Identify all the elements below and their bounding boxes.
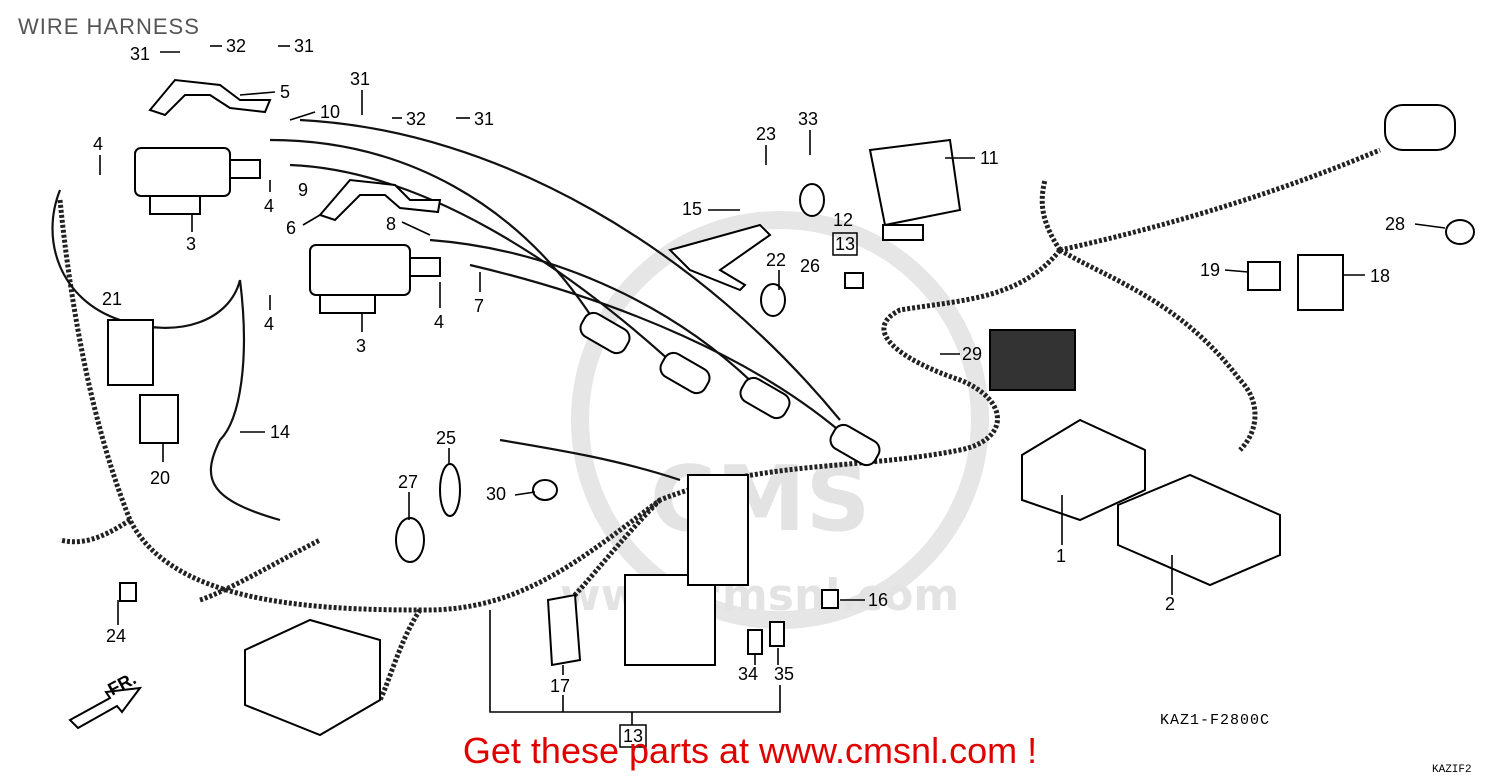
callout-28: 28	[1385, 214, 1405, 234]
callout-4: 4	[264, 196, 274, 216]
callout-34: 34	[738, 664, 758, 684]
diagram-code: KAZ1-F2800C	[1160, 712, 1271, 729]
relay-18	[1297, 254, 1344, 311]
callout-3: 3	[356, 336, 366, 356]
parts-banner[interactable]: Get these parts at www.cmsnl.com !	[462, 730, 1038, 771]
relay-19	[1247, 261, 1281, 291]
callout-32: 32	[226, 36, 246, 56]
watermark-url-text: www.cmsnl.com	[560, 570, 959, 621]
callout-31: 31	[294, 36, 314, 56]
ignition-coil-lower	[309, 244, 441, 314]
callout-24: 24	[106, 626, 126, 646]
igniter-1	[1021, 418, 1146, 522]
callout-13-box	[832, 232, 858, 256]
main-connector	[244, 618, 381, 737]
callout-12: 12	[833, 210, 853, 230]
callout-4: 4	[434, 312, 444, 332]
callout-21: 21	[102, 289, 122, 309]
callout-9: 9	[298, 180, 308, 200]
callout-13: 13	[623, 726, 643, 746]
fuse-box-13	[624, 474, 749, 666]
connector-block-29	[989, 329, 1076, 391]
callout-22: 22	[766, 250, 786, 270]
callout-10: 10	[320, 102, 340, 122]
stay-15	[668, 223, 772, 292]
leader-lines	[99, 45, 1446, 725]
callout-27: 27	[398, 472, 418, 492]
callout-5: 5	[280, 82, 290, 102]
callout-25: 25	[436, 428, 456, 448]
spark-plug-caps	[579, 311, 881, 467]
callout-13: 13	[835, 234, 855, 254]
callout-14: 14	[270, 422, 290, 442]
callout-11: 11	[980, 148, 999, 168]
callout-32: 32	[406, 109, 426, 129]
callout-6: 6	[286, 218, 296, 238]
callout-31: 31	[474, 109, 494, 129]
callout-31: 31	[130, 44, 150, 64]
callout-16: 16	[868, 590, 888, 610]
callout-2: 2	[1165, 594, 1175, 614]
coil-bracket	[148, 78, 442, 222]
diagram-title: WIRE HARNESS	[18, 14, 200, 39]
callout-labels: 31 32 31 5 31 10 32 31 4 9 4 3 6 8 4 3 4…	[93, 36, 1405, 748]
callout-26: 26	[800, 256, 820, 276]
callout-23: 23	[756, 124, 776, 144]
watermark-logo-text: CMS	[650, 447, 870, 552]
callout-20: 20	[150, 468, 170, 488]
callout-35: 35	[774, 664, 794, 684]
callout-31: 31	[350, 69, 370, 89]
callout-18: 18	[1370, 266, 1390, 286]
callout-4: 4	[264, 314, 274, 334]
callout-30: 30	[486, 484, 506, 504]
callout-17: 17	[550, 676, 570, 696]
corner-code: KAZIF2	[1432, 764, 1472, 776]
callout-15: 15	[682, 199, 702, 219]
main-harness	[57, 147, 1381, 702]
callout-7: 7	[474, 296, 484, 316]
clamps	[119, 183, 1475, 609]
callout-3: 3	[186, 234, 196, 254]
fuses-34-35	[747, 621, 785, 655]
condenser	[1384, 104, 1456, 151]
cover-17	[546, 593, 582, 667]
watermark: CMS www.cmsnl.com	[560, 211, 989, 629]
callout-8: 8	[386, 214, 396, 234]
spark-plug-wires	[51, 118, 851, 522]
igniter-2	[1117, 473, 1281, 587]
callout-33: 33	[798, 109, 818, 129]
callout-29: 29	[962, 344, 982, 364]
callout-19: 19	[1200, 260, 1220, 280]
front-direction-arrow: FR.	[68, 668, 143, 730]
callout-1: 1	[1056, 546, 1066, 566]
regulator-rectifier	[868, 138, 962, 241]
ignition-coil-upper	[134, 147, 261, 215]
relay-21	[107, 319, 179, 444]
callout-4: 4	[93, 134, 103, 154]
callout-13-box	[619, 724, 647, 748]
